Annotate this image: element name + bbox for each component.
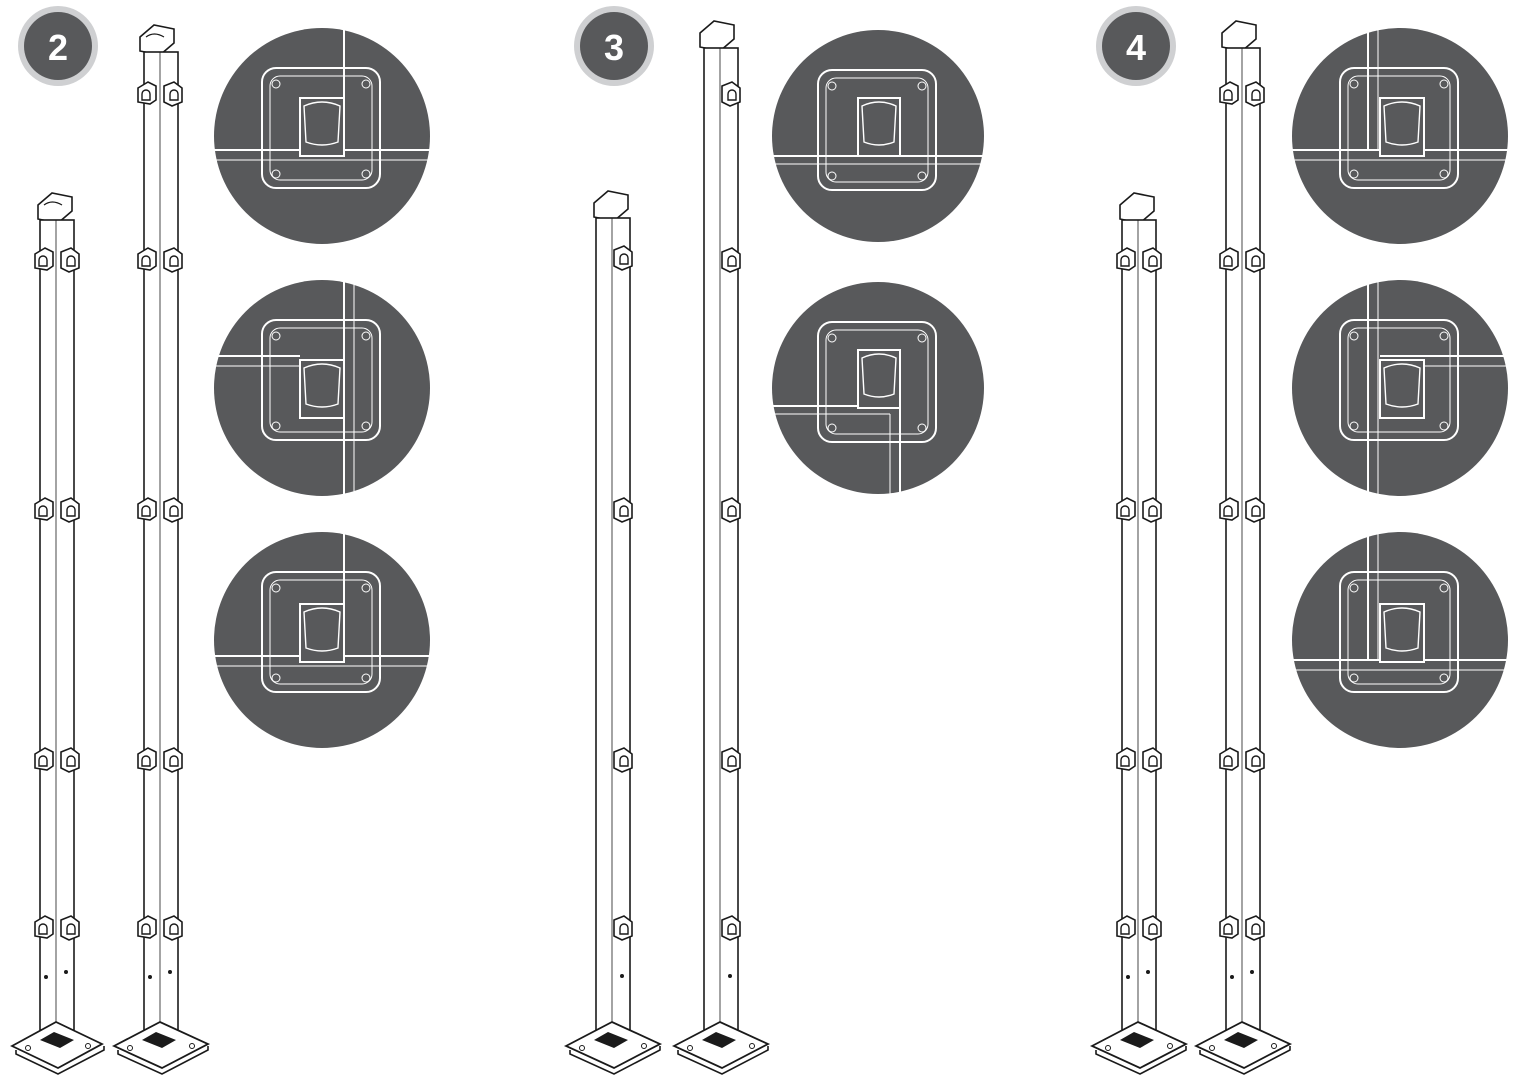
clip-bracket — [721, 915, 741, 941]
clip-bracket — [613, 915, 633, 941]
post — [1193, 20, 1293, 1075]
detail-callout — [214, 280, 430, 496]
detail-callout — [772, 282, 984, 494]
detail-callout — [1292, 28, 1508, 244]
detail-callout — [1292, 532, 1508, 748]
clip-bracket — [613, 497, 633, 523]
clip-bracket — [721, 747, 741, 773]
post — [671, 20, 771, 1075]
step-number-label: 3 — [604, 27, 624, 68]
post — [111, 24, 211, 1075]
detail-callout — [1292, 280, 1508, 496]
step-4-group: 4 — [1089, 6, 1508, 1075]
step-badge: 4 — [1096, 6, 1176, 86]
clip-bracket — [721, 247, 741, 273]
clip-bracket — [613, 245, 633, 271]
step-2-group: 2 — [10, 6, 430, 1075]
clip-bracket — [721, 497, 741, 523]
step-number-label: 4 — [1126, 27, 1146, 68]
step-badge: 2 — [18, 6, 98, 86]
detail-callout — [772, 30, 984, 242]
detail-callout — [214, 28, 430, 244]
clip-bracket — [613, 747, 633, 773]
post — [10, 192, 105, 1075]
step-badge: 3 — [574, 6, 654, 86]
step-3-group: 3 — [563, 6, 984, 1075]
post — [563, 190, 663, 1075]
step-number-label: 2 — [48, 27, 68, 68]
post — [1089, 192, 1189, 1075]
detail-callout — [214, 532, 430, 748]
clip-bracket — [721, 81, 741, 107]
